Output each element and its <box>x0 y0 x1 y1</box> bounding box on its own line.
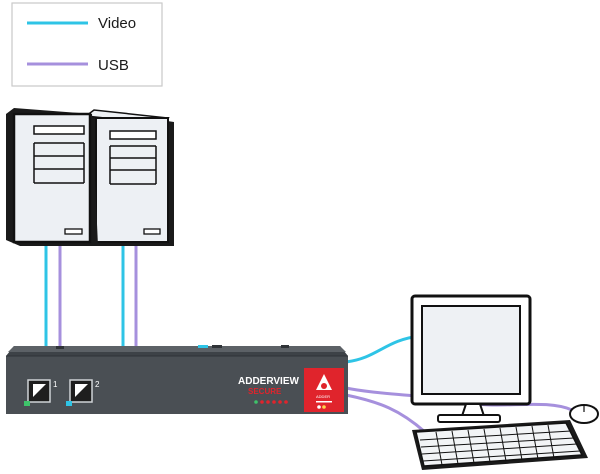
keyboard-icon <box>412 420 588 470</box>
logo-text: ADDER <box>316 394 330 399</box>
computer-cables <box>44 242 138 346</box>
mouse-icon <box>569 404 599 424</box>
legend-video-label: Video <box>98 15 136 32</box>
port-2-number: 2 <box>95 380 100 389</box>
monitor-icon <box>410 294 532 423</box>
switch-model: SECURE <box>248 387 282 396</box>
port-1-button: 1 <box>24 379 58 406</box>
status-leds <box>254 400 288 404</box>
pc-tower-icon <box>84 109 174 246</box>
legend-usb-label: USB <box>98 57 129 74</box>
kvm-switch-icon: 1 2 ADDERVIEW SECURE ADDER <box>6 345 348 414</box>
legend: Video USB <box>11 2 163 87</box>
pc-tower-icon <box>6 108 98 246</box>
port-2-button: 2 <box>66 379 100 406</box>
switch-brand: ADDERVIEW <box>238 376 299 387</box>
port-1-number: 1 <box>53 380 58 389</box>
adder-logo-icon: ADDER <box>304 368 344 412</box>
